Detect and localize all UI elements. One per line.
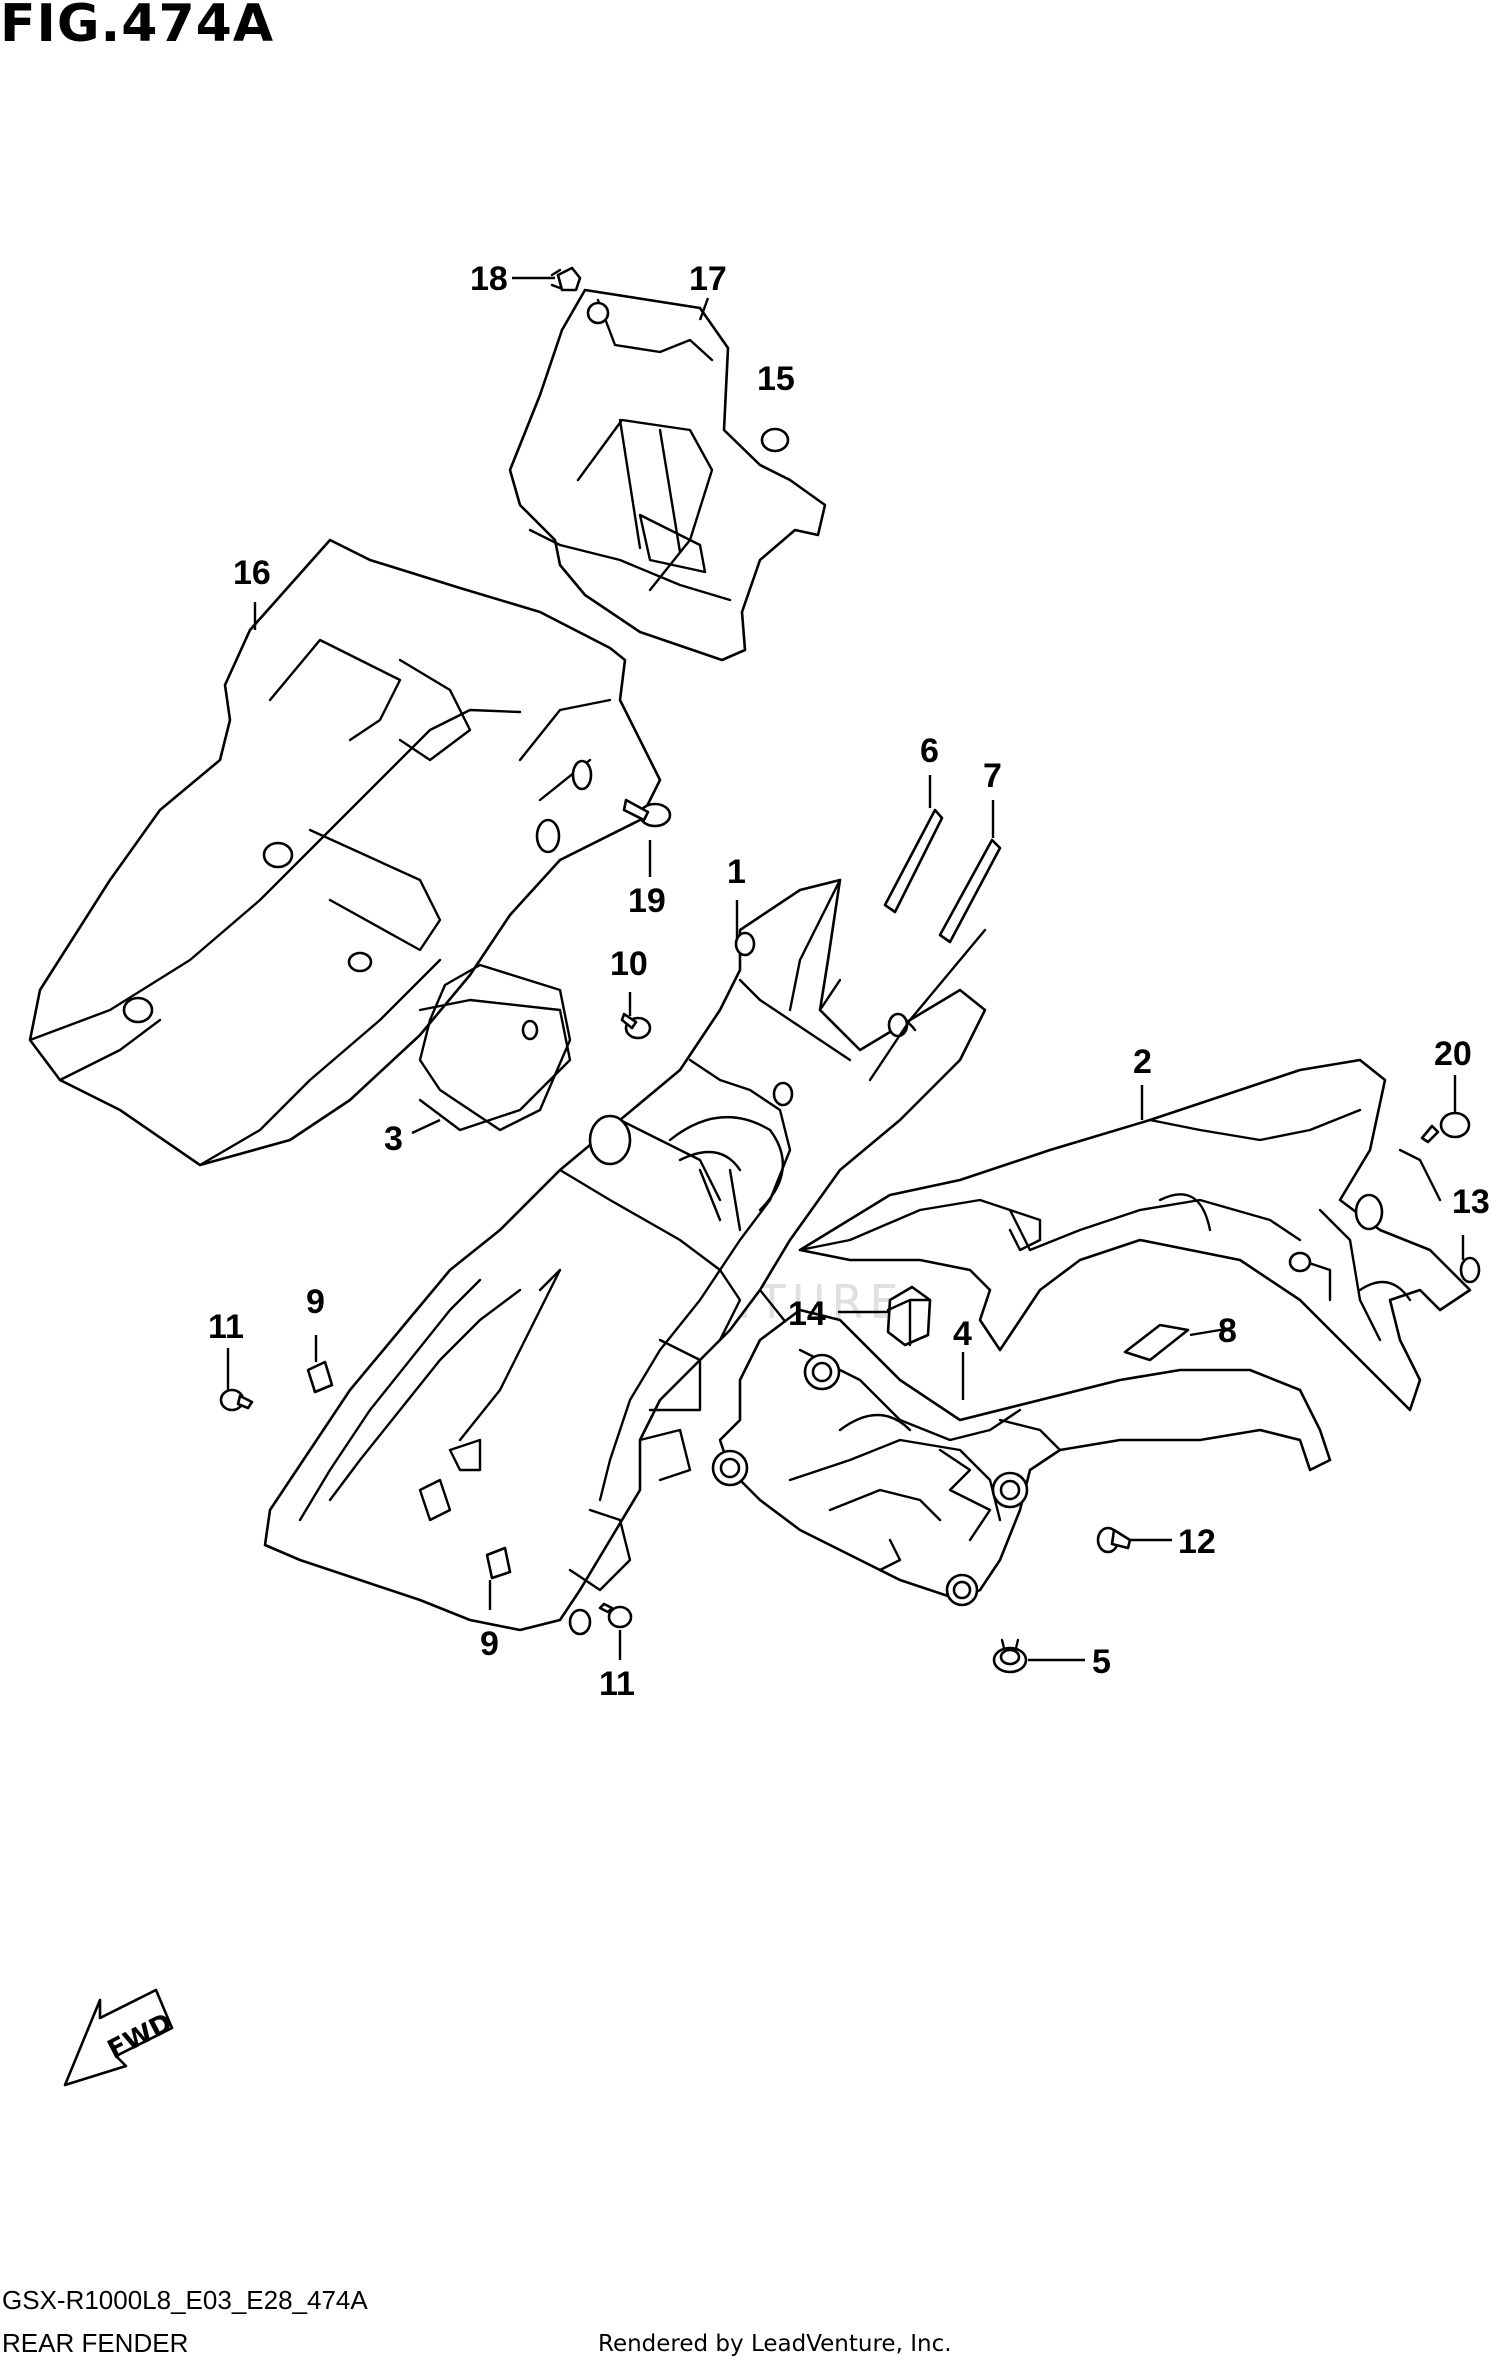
part-16-frame-cover — [28, 538, 662, 1167]
leader-lines — [226, 276, 1465, 1662]
part-10-bolt — [620, 1012, 652, 1040]
part-11-screw-upper — [219, 1388, 254, 1412]
part-12-screw — [1096, 1526, 1132, 1554]
part-8-strip — [1123, 1323, 1190, 1362]
figure-title: FIG.474A — [0, 0, 275, 54]
callout-19: 19 — [628, 882, 666, 920]
callout-10: 10 — [610, 945, 648, 983]
part-15-grommet — [760, 427, 790, 453]
part-1-rear-fender — [263, 878, 987, 1636]
callout-15: 15 — [757, 360, 795, 398]
part-5-bolt — [992, 1638, 1028, 1674]
part-20-bolt — [1420, 1111, 1471, 1144]
callout-11-upper: 11 — [208, 1308, 244, 1346]
fwd-direction-arrow: FWD — [63, 1988, 177, 2087]
part-4-lower-bracket — [711, 1308, 1332, 1607]
callout-4: 4 — [953, 1315, 972, 1353]
part-19-bolt — [622, 798, 672, 828]
callout-6: 6 — [920, 732, 939, 770]
part-14-block — [886, 1285, 932, 1347]
callout-7: 7 — [983, 757, 1002, 795]
render-credit: Rendered by LeadVenture, Inc. — [598, 2331, 952, 2357]
part-17-bracket — [508, 288, 827, 662]
part-3-fender-plate — [418, 963, 572, 1132]
callout-11-lower: 11 — [599, 1665, 635, 1703]
part-9-clip-upper — [306, 1360, 334, 1394]
callout-labels: 18 17 15 16 19 1 6 7 2 20 13 10 3 14 8 4… — [208, 260, 1490, 1703]
callout-8: 8 — [1218, 1312, 1237, 1350]
callout-14: 14 — [788, 1295, 826, 1333]
callout-9-lower: 9 — [480, 1625, 499, 1663]
callout-3: 3 — [384, 1120, 403, 1158]
callout-2: 2 — [1133, 1043, 1152, 1081]
part-18-bolt — [550, 266, 582, 292]
callout-20: 20 — [1434, 1035, 1472, 1073]
callout-9-upper: 9 — [306, 1283, 325, 1321]
part-6-strip — [883, 808, 944, 914]
part-11-screw-lower — [598, 1602, 633, 1629]
callout-13: 13 — [1452, 1183, 1490, 1221]
part-7-strip — [938, 838, 1002, 944]
callout-12: 12 — [1178, 1523, 1216, 1561]
callout-16: 16 — [233, 554, 271, 592]
callout-5: 5 — [1092, 1643, 1111, 1681]
callout-1: 1 — [727, 853, 746, 891]
callout-17: 17 — [689, 260, 727, 298]
model-code: GSX-R1000L8_E03_E28_474A — [2, 2285, 368, 2315]
section-name: REAR FENDER — [2, 2328, 189, 2358]
part-2-mudguard — [798, 1058, 1472, 1412]
callout-18: 18 — [470, 260, 508, 298]
part-13-nut — [1459, 1256, 1481, 1284]
part-9-clip-lower — [485, 1546, 512, 1580]
